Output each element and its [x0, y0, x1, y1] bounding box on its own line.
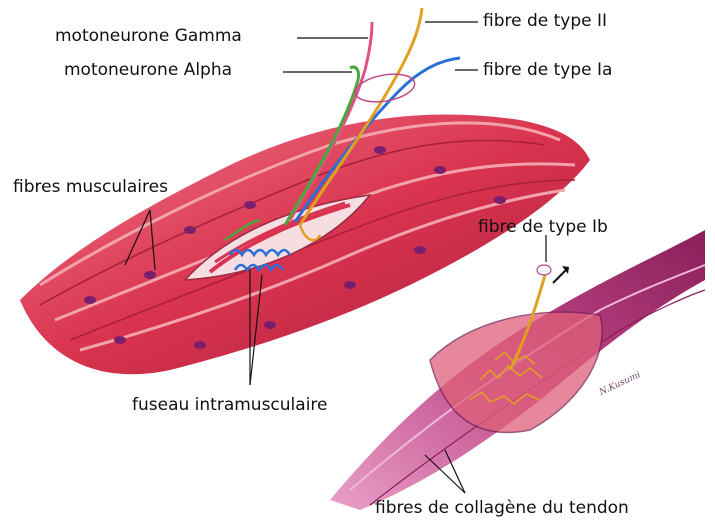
label-fibre-type-ii: fibre de type II [483, 11, 607, 31]
label-fibres-collagene: fibres de collagène du tendon [375, 498, 629, 518]
label-fuseau-intramusculaire: fuseau intramusculaire [132, 395, 328, 415]
label-motoneurone-gamma: motoneurone Gamma [55, 26, 242, 46]
label-motoneurone-alpha: motoneurone Alpha [64, 60, 232, 80]
label-fibres-musculaires: fibres musculaires [13, 177, 168, 197]
label-fibre-type-ib: fibre de type Ib [478, 217, 608, 237]
label-fibre-type-ia: fibre de type Ia [483, 60, 612, 80]
